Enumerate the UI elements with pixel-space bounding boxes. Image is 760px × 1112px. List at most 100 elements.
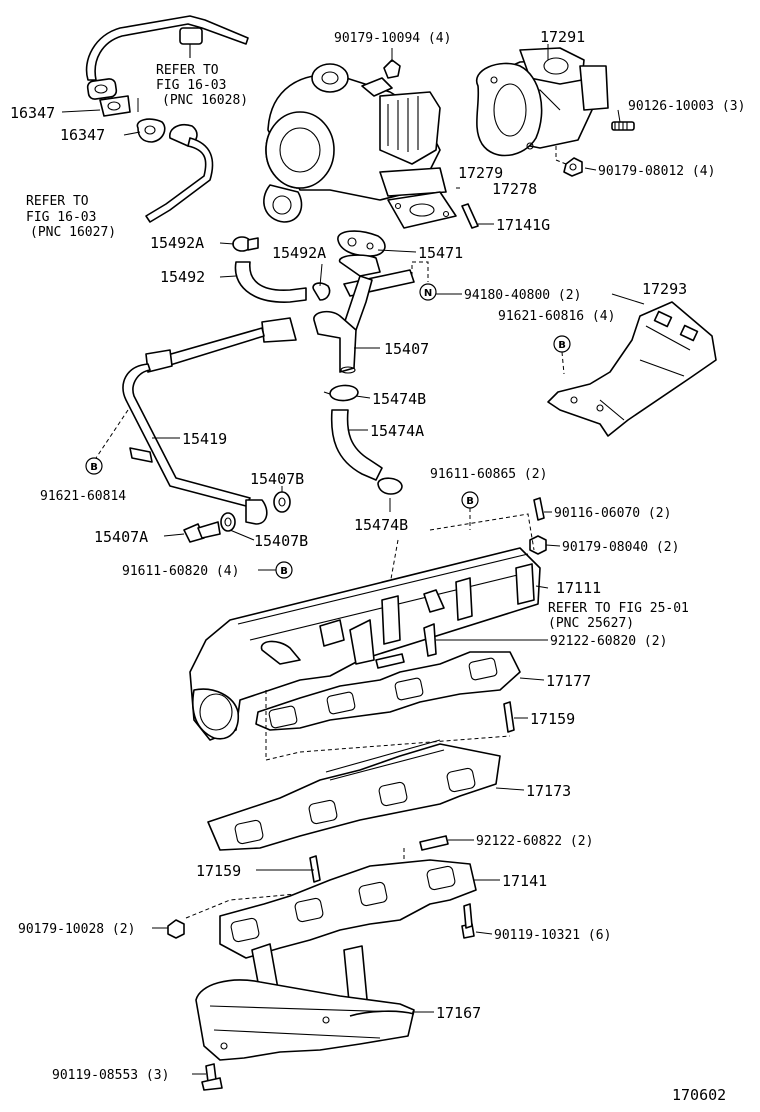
label-91621-60814: 91621-60814 xyxy=(40,489,126,504)
heat-insulator-17173 xyxy=(207,739,501,851)
gasket-15471 xyxy=(337,230,386,257)
label-17177: 17177 xyxy=(546,672,591,690)
label-17167: 17167 xyxy=(436,1004,481,1022)
label-90179-10028: 90179-10028 (2) xyxy=(18,922,135,937)
nut-90179-08040 xyxy=(529,535,547,555)
mark-b-91611-60820: B xyxy=(275,561,293,579)
mark-b-text: B xyxy=(466,496,474,507)
dash-17291-nut xyxy=(555,146,567,165)
label-90119-08553: 90119-08553 (3) xyxy=(52,1068,169,1083)
exhaust-manifold-17111 xyxy=(189,547,541,741)
stud-90126-10003 xyxy=(611,121,635,131)
gasket-17278 xyxy=(387,191,457,229)
gasket-16347-lower xyxy=(99,95,131,117)
label-16347-a: 16347 xyxy=(10,104,55,122)
label-90179-10094: 90179-10094 (4) xyxy=(334,31,451,46)
bolt-90119-10321 xyxy=(461,903,475,939)
plug-15492a-upper xyxy=(232,236,259,252)
label-17159-b: 17159 xyxy=(196,862,241,880)
label-17173: 17173 xyxy=(526,782,571,800)
oil-outlet-pipe xyxy=(338,254,415,331)
hose-15474a xyxy=(330,409,383,481)
stud-92122-60822 xyxy=(419,835,449,851)
label-91621-60816: 91621-60816 (4) xyxy=(498,309,615,324)
heat-insulator-17167 xyxy=(195,979,415,1061)
label-17278: 17278 xyxy=(492,180,537,198)
label-refer-25-01-line2: (PNC 25627) xyxy=(548,616,634,631)
label-15492a-a: 15492A xyxy=(150,234,204,252)
turbocharger xyxy=(263,63,447,223)
label-17141g: 17141G xyxy=(496,216,550,234)
label-90116-06070: 90116-06070 (2) xyxy=(554,506,671,521)
label-15474a: 15474A xyxy=(370,422,424,440)
union-bolt-15407a xyxy=(183,521,221,543)
label-refer-16027-line1: REFER TO xyxy=(26,194,89,209)
gasket-17279 xyxy=(475,62,543,157)
label-90179-08012: 90179-08012 (4) xyxy=(598,164,715,179)
label-refer-16028-line1: REFER TO xyxy=(156,63,219,78)
label-92122-60820: 92122-60820 (2) xyxy=(550,634,667,649)
figure-number: 170602 xyxy=(672,1086,726,1104)
label-15407b-a: 15407B xyxy=(250,470,304,488)
label-17111: 17111 xyxy=(556,579,601,597)
gasket-16347-b xyxy=(136,118,166,143)
oil-feed-pipe-15419 xyxy=(122,317,297,525)
label-91611-60865: 91611-60865 (2) xyxy=(430,467,547,482)
label-15407b-b: 15407B xyxy=(254,532,308,550)
label-15471: 15471 xyxy=(418,244,463,262)
label-17159-a: 17159 xyxy=(530,710,575,728)
nut-90179-10028 xyxy=(167,919,185,939)
leader-lines xyxy=(61,44,645,1075)
label-15492: 15492 xyxy=(160,268,205,286)
hose-15492 xyxy=(234,261,307,303)
mark-b-text: B xyxy=(280,566,288,577)
label-91611-60820: 91611-60820 (4) xyxy=(122,564,239,579)
stud-92122-60820 xyxy=(375,623,437,669)
stud-17141g xyxy=(461,203,479,229)
exhaust-manifold-17141 xyxy=(219,859,477,1013)
label-17293: 17293 xyxy=(642,280,687,298)
mark-b-91621-60814: B xyxy=(85,409,129,475)
label-94180-40800: 94180-40800 (2) xyxy=(464,288,581,303)
clamp-15474b-upper xyxy=(323,384,359,402)
bracket-17293 xyxy=(547,301,717,437)
label-refer-16027-line2: FIG 16-03 xyxy=(26,210,96,225)
oil-return-pipe-upper xyxy=(145,123,214,223)
gasket-15407b-a xyxy=(273,491,291,513)
stud-17159-lower xyxy=(309,855,321,883)
label-refer-16028-line3: (PNC 16028) xyxy=(162,93,248,108)
label-15474b-b: 15474B xyxy=(354,516,408,534)
label-refer-16027-line3: (PNC 16027) xyxy=(30,225,116,240)
mark-b-text: B xyxy=(558,340,566,351)
label-17279: 17279 xyxy=(458,164,503,182)
bolt-90119-08553 xyxy=(201,1063,223,1091)
label-refer-16028-line2: FIG 16-03 xyxy=(156,78,226,93)
clip-15492a xyxy=(312,282,331,301)
dash-manifold-top xyxy=(429,513,535,551)
gasket-16347-top xyxy=(86,78,118,100)
label-15407a: 15407A xyxy=(94,528,148,546)
label-17291: 17291 xyxy=(540,28,585,46)
label-92122-60822: 92122-60822 (2) xyxy=(476,834,593,849)
label-refer-25-01-line1: REFER TO FIG 25-01 xyxy=(548,601,689,616)
mark-b-91621-60816: B xyxy=(553,335,571,375)
label-17141: 17141 xyxy=(502,872,547,890)
label-15407: 15407 xyxy=(384,340,429,358)
gasket-17177 xyxy=(255,651,521,731)
stud-90116-06070 xyxy=(533,497,545,521)
mark-n-text: N xyxy=(424,288,432,299)
dash-lower-manifold xyxy=(185,848,405,919)
dash-gasket-block xyxy=(265,690,511,761)
label-90126-10003: 90126-10003 (3) xyxy=(628,99,745,114)
clamp-15474b-lower xyxy=(377,477,403,495)
mark-n-94180-40800: N xyxy=(411,261,437,301)
label-15419: 15419 xyxy=(182,430,227,448)
part-labels: 16347 16347 REFER TO FIG 16-03 (PNC 1602… xyxy=(10,28,745,1104)
label-90119-10321: 90119-10321 (6) xyxy=(494,928,611,943)
label-90179-08040: 90179-08040 (2) xyxy=(562,540,679,555)
mark-b-91611-60865: B xyxy=(461,491,479,530)
stud-17159-upper xyxy=(503,701,515,733)
label-16347-b: 16347 xyxy=(60,126,105,144)
gasket-15407b-b xyxy=(220,512,236,532)
